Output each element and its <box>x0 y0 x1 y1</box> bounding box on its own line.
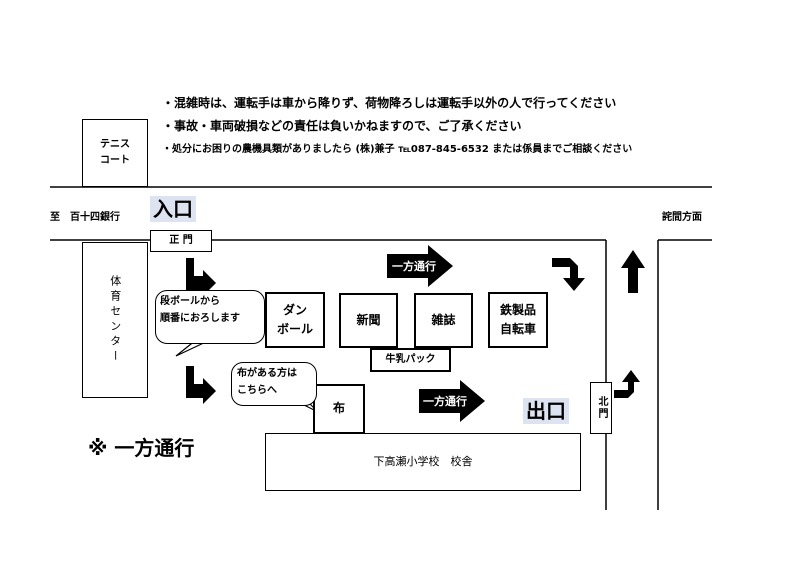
one-way-note: ※ 一方通行 <box>88 436 195 460</box>
one-way-arrow-top <box>387 245 453 287</box>
one-way-arrow-bottom-label: 一方通行 <box>423 394 467 408</box>
station-cloth: 布 <box>313 384 365 434</box>
tennis-court-line-2: コート <box>100 155 130 166</box>
turn-down-arrow-icon <box>552 258 585 291</box>
milk-pack: 牛乳パック <box>370 348 451 372</box>
road-left-label: 至 百十四銀行 <box>50 212 120 223</box>
station-cardboard: ダン ボール <box>265 292 325 348</box>
north-gate: 北門 <box>590 382 612 434</box>
bubble-tail-cardboard <box>175 339 211 357</box>
bubble-cloth-line-1: 布がある方は <box>237 368 297 379</box>
bubble-cloth: 布がある方は こちらへ <box>231 362 317 406</box>
bubble-cardboard-line-2: 順番におろします <box>160 313 240 324</box>
station-metal: 鉄製品 自転車 <box>488 292 548 348</box>
one-way-arrow-top-label: 一方通行 <box>392 259 436 273</box>
station-cardboard-line-2: ボール <box>276 322 313 336</box>
station-metal-line-2: 自転車 <box>499 322 536 336</box>
main-gate: 正 門 <box>150 230 212 252</box>
notice-3: ・処分にお困りの農機具類がありましたら (株)兼子 ℡087-845-6532 … <box>162 144 633 155</box>
bubble-cardboard: 段ボールから 順番におろします <box>155 290 265 344</box>
notice-2: ・事故・車両破損などの責任は負いかねますので、ご了承ください <box>162 119 522 133</box>
road-right-label: 詫間方面 <box>662 212 702 223</box>
station-cardboard-line-1: ダン <box>282 302 307 317</box>
station-magazine: 雑誌 <box>414 293 473 348</box>
bubble-cardboard-line-1: 段ボールから <box>160 296 220 307</box>
north-arrow-icon <box>621 250 645 293</box>
notice-1: ・混雑時は、運転手は車から降りず、荷物降ろしは運転手以外の人で行ってください <box>162 96 617 110</box>
exit-label: 出口 <box>523 398 569 424</box>
station-metal-line-1: 鉄製品 <box>499 302 536 317</box>
turn-up-arrow-icon <box>614 370 640 398</box>
tennis-court-line-1: テニス <box>100 139 130 150</box>
one-way-arrow-bottom <box>419 380 485 422</box>
school-building: 下高瀬小学校 校舎 <box>265 433 581 491</box>
gym-building: 体育センター <box>82 242 148 398</box>
entrance-label: 入口 <box>150 196 196 222</box>
bent-arrow-icon-1 <box>186 258 216 296</box>
station-newspaper: 新聞 <box>339 293 398 348</box>
bubble-cloth-line-2: こちらへ <box>237 385 277 396</box>
tennis-court: テニス コート <box>82 119 148 187</box>
bent-arrow-icon-2 <box>186 366 216 404</box>
